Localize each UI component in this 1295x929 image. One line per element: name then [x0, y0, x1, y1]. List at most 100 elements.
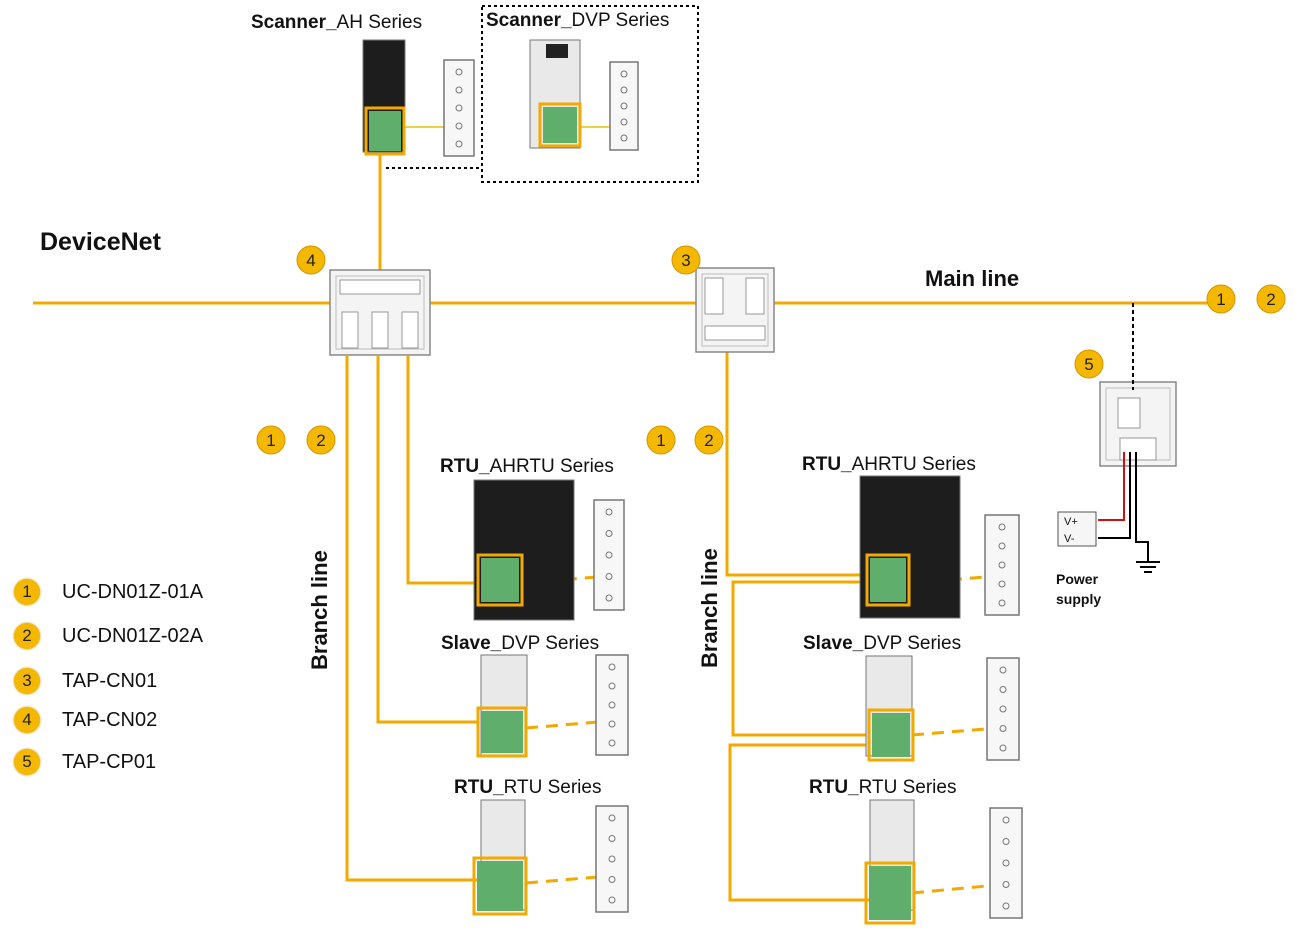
rtu-rtu-right-connector-green	[869, 866, 911, 920]
scanner-dvp-terminal-pin	[620, 70, 628, 78]
badge-5-text: 5	[1084, 355, 1093, 374]
rtu-ahrtu-left-terminal-pin	[605, 594, 613, 602]
badge-3	[671, 245, 701, 275]
branch-cable-slave-right	[731, 580, 872, 737]
badge-1	[646, 425, 676, 455]
legend-text: TAP-CN02	[62, 708, 158, 731]
badge-1	[1206, 284, 1236, 314]
slave-dvp-left-terminal-pin	[608, 720, 616, 728]
branch-cable-ahrtu-left	[406, 356, 478, 585]
tap-cn01-port	[704, 277, 724, 315]
scanner-dvp-label: Scanner_DVP Series	[486, 10, 670, 31]
scanner-dvp-frame-box	[481, 5, 699, 183]
scanner-dvp-connector	[538, 102, 582, 148]
slave-dvp-left-connector-green	[481, 711, 523, 753]
badge-5	[1074, 349, 1104, 379]
tap-cn01-box-inner	[701, 273, 769, 347]
scanner-dvp-connector-green	[543, 107, 577, 143]
scanner-ah-terminal	[443, 59, 475, 157]
rtu-ahrtu-left-label: RTU_AHRTU Series	[440, 456, 614, 477]
legend-text: TAP-CP01	[62, 750, 157, 773]
badge-4-text: 4	[306, 251, 315, 270]
legend-badge: 1	[14, 579, 40, 605]
badge-2-text: 2	[704, 431, 713, 450]
scanner-ah-label: Scanner_AH Series	[251, 12, 423, 33]
tap-cp01-port	[1117, 397, 1141, 429]
rtu-ahrtu-left-terminal-pin	[605, 551, 613, 559]
badge-1-text: 1	[1216, 290, 1225, 309]
tap-cn02-port	[371, 311, 389, 349]
rtu-ahrtu-left-connector	[476, 553, 524, 607]
scanner-ah-terminal-pin	[455, 140, 463, 148]
slave-dvp-right-terminal-pin	[999, 744, 1007, 752]
slave-dvp-right-terminal-pin	[999, 686, 1007, 693]
power-plus-wire	[1098, 452, 1125, 521]
slave-dvp-left-terminal-pin	[608, 701, 616, 709]
legend-text: UC-DN01Z-01A	[62, 580, 204, 603]
tap-cn02-port	[401, 311, 419, 349]
legend-item: 2 UC-DN01Z-02A	[14, 622, 203, 650]
legend-item: 3 TAP-CN01	[14, 667, 157, 695]
legend-item: 5 TAP-CP01	[14, 748, 156, 776]
branch-cable-rtu-right	[728, 743, 872, 902]
scanner-ah-terminal-pin	[455, 68, 463, 76]
slave-dvp-left-label: Slave_DVP Series	[441, 633, 600, 654]
rtu-ahrtu-left-terminal	[593, 499, 625, 611]
legend-badge: 2	[14, 623, 40, 649]
legend-badge: 3	[14, 668, 40, 694]
scanner-dvp-terminal-pin	[620, 134, 628, 142]
scanner-ah-terminal-pin	[455, 122, 463, 130]
slave-dvp-left-terminal	[595, 654, 629, 756]
dashed-connector-link	[525, 720, 599, 730]
badge-3-text: 3	[681, 251, 690, 270]
rtu-rtu-right-terminal	[989, 807, 1023, 919]
rtu-ahrtu-right-terminal-pin	[998, 542, 1006, 550]
rtu-rtu-left-terminal	[595, 805, 629, 913]
rtu-rtu-left-terminal-pin	[608, 835, 616, 842]
rtu-ahrtu-left-terminal-pin	[605, 508, 613, 516]
badge-1-text: 1	[266, 431, 275, 450]
rtu-rtu-right-label: RTU_RTU Series	[809, 777, 957, 798]
rtu-rtu-right-connector	[864, 861, 916, 925]
rtu-rtu-left-terminal-pin	[608, 855, 616, 863]
slave-dvp-right-label: Slave_DVP Series	[803, 633, 962, 654]
legend-item: 4 TAP-CN02	[14, 706, 157, 734]
rtu-ahrtu-left-terminal-pin	[605, 573, 613, 580]
legend-badge: 4	[14, 707, 40, 733]
scanner-dvp-terminal-pin	[620, 86, 628, 94]
rtu-rtu-left-terminal-pin	[608, 896, 616, 904]
slave-dvp-left-terminal-pin	[608, 682, 616, 690]
main-line-label: Main line	[925, 266, 1020, 291]
tap-cn02-port	[341, 311, 359, 349]
tap-cn01-port-bottom	[704, 325, 766, 341]
branch-cable-rtu-left	[345, 356, 478, 882]
rtu-rtu-left-terminal-pin	[608, 876, 616, 883]
rtu-rtu-right-terminal-pin	[1002, 838, 1010, 845]
tap-cp01-port-bottom	[1119, 437, 1157, 461]
slave-dvp-right-terminal-pin	[999, 705, 1007, 713]
slave-dvp-right-terminal	[986, 657, 1020, 761]
rtu-ahrtu-right-terminal-pin	[998, 561, 1006, 569]
scanner-dvp-terminal-pin	[620, 102, 628, 110]
legend-text: TAP-CN01	[62, 669, 158, 692]
rtu-rtu-right-terminal-pin	[1002, 859, 1010, 867]
rtu-ahrtu-left-terminal-pin	[605, 530, 613, 537]
badge-2	[694, 425, 724, 455]
dashed-connector-link	[909, 575, 986, 585]
rtu-ahrtu-right-label: RTU_AHRTU Series	[802, 454, 976, 475]
rtu-rtu-left-terminal-pin	[608, 814, 616, 822]
tap-cn01-port	[745, 277, 765, 315]
dashed-connector-link	[911, 727, 986, 737]
rtu-rtu-right-terminal-pin	[1002, 816, 1010, 824]
rtu-ahrtu-right-connector	[865, 553, 911, 607]
badge-2	[306, 425, 336, 455]
tap-cn02-box-inner	[335, 275, 425, 350]
diagram-title: DeviceNet	[40, 228, 161, 256]
slave-dvp-right-connector	[867, 708, 915, 762]
rtu-ahrtu-right-terminal-pin	[998, 580, 1006, 588]
slave-dvp-right-connector-green	[872, 713, 910, 757]
badge-2-text: 2	[316, 431, 325, 450]
scanner-dvp-terminal	[609, 61, 639, 151]
slave-dvp-left-terminal-pin	[608, 739, 616, 747]
